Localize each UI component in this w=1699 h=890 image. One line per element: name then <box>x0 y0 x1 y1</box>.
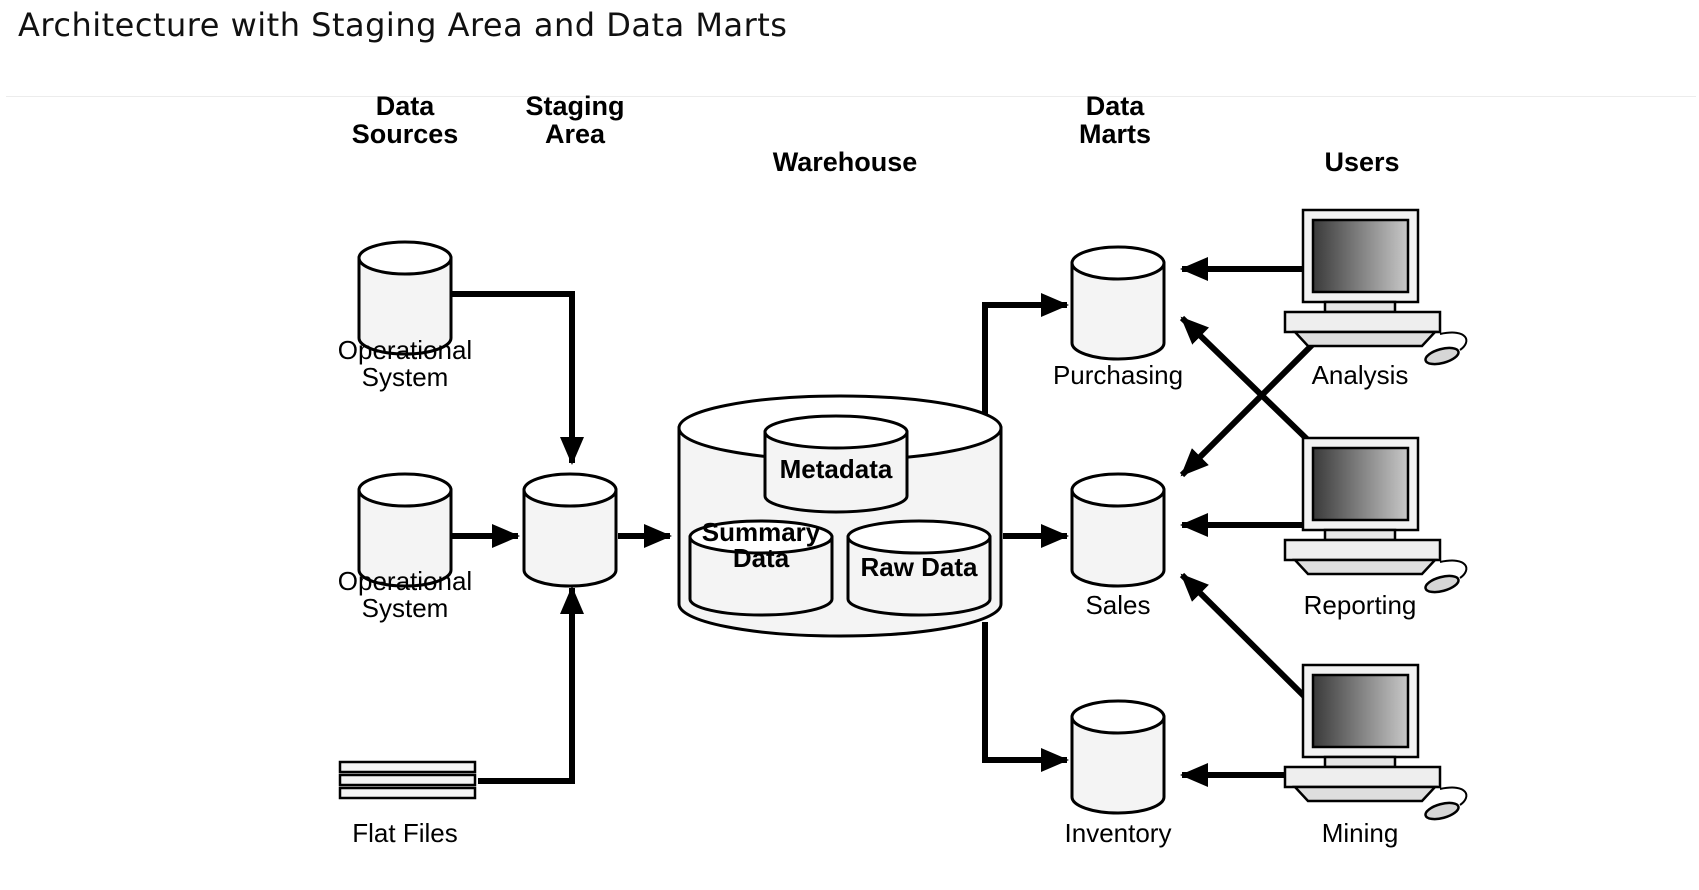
title-divider <box>6 96 1696 97</box>
arrow-warehouse-to-inventory <box>982 622 1069 772</box>
database-icon-metadata <box>763 414 909 514</box>
arrow-mining-to-sales <box>1179 572 1311 703</box>
label-raw-data: Raw Data <box>860 552 978 582</box>
arrow-warehouse-to-purchasing <box>982 293 1069 418</box>
label-metadata: Metadata <box>780 454 893 484</box>
computer-icon-mining <box>1283 663 1468 821</box>
connectors <box>452 257 1315 787</box>
arrow-source1-to-staging <box>452 291 584 465</box>
database-icon-sales <box>1070 472 1166 588</box>
database-icon-staging-area <box>522 472 618 588</box>
label-inventory: Inventory <box>1065 818 1172 848</box>
label-reporting: Reporting <box>1304 590 1417 620</box>
arrow-reporting-to-purchasing <box>1179 315 1315 447</box>
database-icon-operational-system-2 <box>357 472 453 588</box>
page-title: Architecture with Staging Area and Data … <box>18 6 788 44</box>
database-icon-raw-data <box>846 519 992 617</box>
database-icon-inventory <box>1070 699 1166 815</box>
arrow-analysis-to-sales <box>1179 342 1315 478</box>
label-sales: Sales <box>1085 590 1150 620</box>
column-heading-users: Users <box>1324 147 1399 177</box>
column-heading-warehouse: Warehouse <box>773 147 918 177</box>
label-analysis: Analysis <box>1312 360 1409 390</box>
arrow-flatfiles-to-staging <box>478 586 584 784</box>
label-purchasing: Purchasing <box>1053 360 1183 390</box>
flat-files-icon <box>338 760 477 800</box>
computer-icon-analysis <box>1283 208 1468 366</box>
label-mining: Mining <box>1322 818 1399 848</box>
computer-icon-reporting <box>1283 436 1468 594</box>
database-icon-purchasing <box>1070 245 1166 361</box>
database-icon-summary-data <box>688 519 834 617</box>
database-icon-operational-system-1 <box>357 240 453 356</box>
label-flat-files: Flat Files <box>352 818 457 848</box>
